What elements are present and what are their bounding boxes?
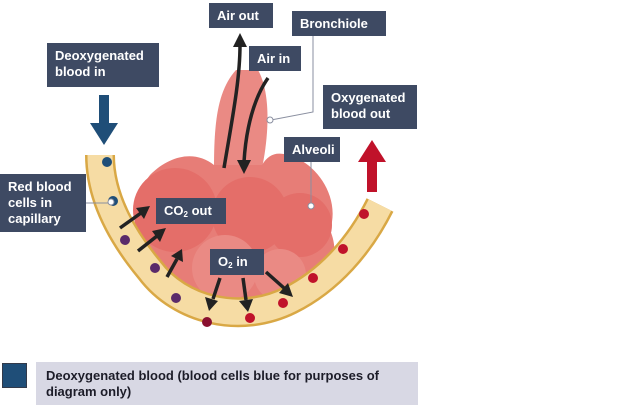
o2-arrow xyxy=(239,277,253,312)
alveoli-pointer xyxy=(307,202,315,210)
co2-arrow xyxy=(136,228,166,253)
oxygenated-blood-cell xyxy=(308,273,318,283)
o2-in-label: O2 in xyxy=(210,249,264,275)
alveoli-label: Alveoli xyxy=(284,137,340,162)
air-in-arrow xyxy=(237,76,270,174)
deoxygenated-blood-arrow xyxy=(90,95,118,145)
blood-cell xyxy=(120,235,130,245)
o2-arrow xyxy=(264,270,293,297)
air-out-label: Air out xyxy=(209,3,273,28)
oxygenated-blood-cell xyxy=(359,209,369,219)
oxygenated-blood-cell xyxy=(338,244,348,254)
bronchiole-tube xyxy=(214,70,268,168)
red-blood-cells-label: Red blood cells in capillary xyxy=(0,174,86,232)
legend-text: Deoxygenated blood (blood cells blue for… xyxy=(46,368,379,399)
blood-cells xyxy=(102,157,369,327)
legend: Deoxygenated blood (blood cells blue for… xyxy=(36,362,418,405)
capillary-lumen xyxy=(87,154,392,325)
o2-arrow xyxy=(205,277,222,311)
bronchiole-leader xyxy=(270,36,314,121)
co2-out-label: CO2 out xyxy=(156,198,226,224)
blood-cell xyxy=(171,293,181,303)
deoxygenated-blood-in-label: Deoxygenated blood in xyxy=(47,43,159,87)
co2-arrow xyxy=(165,249,183,278)
oxygenated-blood-out-label: Oxygenated blood out xyxy=(323,85,417,129)
blood-cell xyxy=(150,263,160,273)
alveolus-lobe xyxy=(212,177,288,253)
legend-swatch xyxy=(2,363,27,388)
o2-prefix: O xyxy=(218,254,229,269)
o2-suffix: in xyxy=(232,254,248,269)
o2-in-arrows xyxy=(205,270,293,312)
deoxygenated-blood-cell xyxy=(102,157,112,167)
oxygenated-blood-cell xyxy=(278,298,288,308)
bronchiole-label: Bronchiole xyxy=(292,11,386,36)
co2-arrow xyxy=(118,206,150,230)
oxygenated-blood-arrow xyxy=(358,140,386,192)
co2-subscript: 2 xyxy=(183,210,188,219)
oxygenated-blood-cell xyxy=(245,313,255,323)
co2-prefix: CO xyxy=(164,203,184,218)
air-in-label: Air in xyxy=(249,46,301,71)
air-out-arrow xyxy=(222,33,247,169)
leader-lines xyxy=(86,36,314,206)
o2-subscript: 2 xyxy=(228,261,233,270)
co2-suffix: out xyxy=(187,203,212,218)
capillary xyxy=(85,154,394,328)
oxygenated-blood-cell xyxy=(202,317,212,327)
alveolus-lobe xyxy=(268,193,332,257)
bronchiole-pointer xyxy=(266,116,274,124)
co2-out-arrows xyxy=(118,206,183,278)
red-blood-cells-pointer xyxy=(107,198,115,206)
